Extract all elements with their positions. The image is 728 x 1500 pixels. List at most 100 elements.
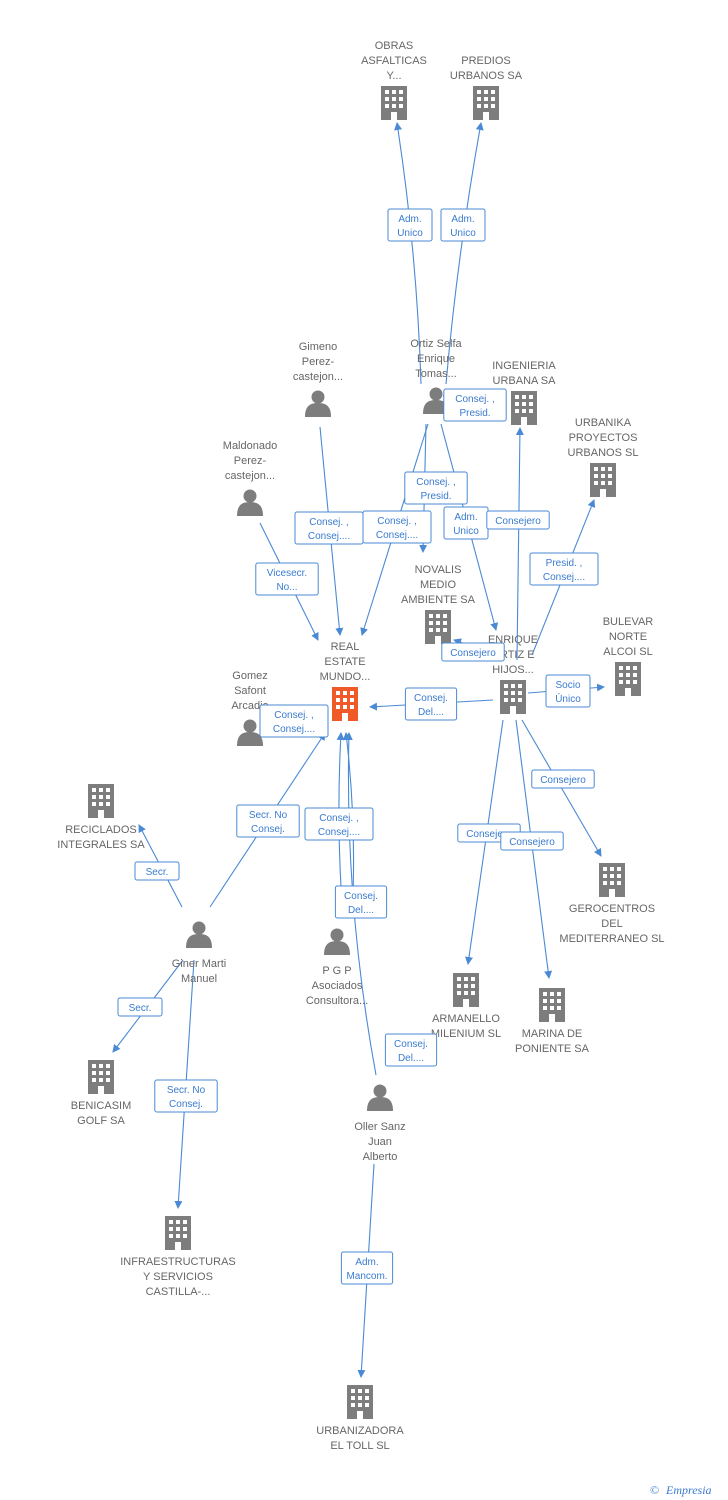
edge-label-text: Único: [555, 692, 581, 705]
node-label-line: BULEVAR: [603, 616, 654, 628]
building-icon: [590, 463, 616, 497]
edge-label-box[interactable]: Consejero: [500, 831, 564, 851]
edge-label-frame: [404, 687, 458, 721]
node-label-line: INGENIERIA: [492, 360, 556, 372]
building-icon: [453, 973, 479, 1007]
edge-label-text: Consej.: [344, 891, 378, 902]
edge-label-frame: [294, 511, 364, 545]
node-label-line: RECICLADOS: [65, 824, 137, 836]
node-label-line: P G P: [322, 965, 351, 977]
node-label-line: INTEGRALES SA: [57, 839, 145, 851]
edge-label-frame: [486, 510, 550, 530]
node-label-line: URBANA SA: [493, 375, 557, 387]
edge-label-box[interactable]: Consej.Del....: [384, 1033, 438, 1067]
edge-label-frame: [154, 1079, 218, 1113]
edge-label-text: Consej....: [376, 530, 418, 541]
edge-label-box[interactable]: Adm. Unico: [440, 208, 486, 242]
building-icon: [88, 784, 114, 818]
edge-label-text: Unico: [450, 228, 476, 239]
node-maldonado[interactable]: MaldonadoPerez-castejon...: [223, 440, 277, 516]
edge-label-box[interactable]: Consej. , Consej....: [304, 807, 374, 841]
person-icon: [237, 489, 263, 516]
node-gimeno[interactable]: GimenoPerez-castejon...: [293, 341, 343, 417]
edge-label-text: Adm.: [355, 1257, 378, 1268]
edge-label-text: Consej....: [318, 827, 360, 838]
edge-label-box[interactable]: Presid. ,Consej....: [529, 552, 599, 586]
edge-label-box[interactable]: Secr.: [117, 997, 163, 1017]
node-label-line: AMBIENTE SA: [401, 594, 476, 606]
copyright-footer[interactable]: © Empresia: [650, 1483, 712, 1497]
node-real-estate[interactable]: REALESTATEMUNDO...: [320, 641, 371, 721]
node-label-line: ESTATE: [324, 656, 365, 668]
edge-label-box[interactable]: Consejero: [441, 642, 505, 662]
edge-label-box[interactable]: Adm.Unico: [387, 208, 433, 242]
edge-label-text: Adm.: [451, 214, 474, 225]
edge-label-text: Consejero: [450, 648, 496, 659]
node-label-line: PREDIOS: [461, 55, 511, 67]
edge-label-text: Unico: [453, 526, 479, 537]
brand-name[interactable]: Empresia: [665, 1483, 712, 1497]
edge-label-box[interactable]: Consej. Del....: [334, 885, 388, 919]
node-label-line: Giner Marti: [172, 958, 226, 970]
edge-label-box[interactable]: Adm.Unico: [443, 506, 489, 540]
node-label-line: Perez-: [302, 356, 335, 368]
edge-label-frame: [259, 704, 329, 738]
node-label-line: Consultora...: [306, 995, 368, 1007]
edge-label-frame: [545, 674, 591, 708]
node-label-line: Oller Sanz: [354, 1121, 405, 1133]
edge-label-text: Consej....: [308, 531, 350, 542]
node-label-line: Asociados: [312, 980, 363, 992]
edge-label-box[interactable]: Vicesecr.No...: [255, 562, 319, 596]
edge-label-text: Secr.: [129, 1003, 152, 1014]
node-label-line: Gimeno: [299, 341, 338, 353]
edge-label-frame: [334, 885, 388, 919]
building-icon: [88, 1060, 114, 1094]
edge-label-box[interactable]: Adm.Mancom.: [340, 1251, 394, 1285]
edge-label-box[interactable]: Consej.Del....: [404, 687, 458, 721]
edge-label-box[interactable]: Consej. ,Presid.: [404, 471, 468, 505]
edge-label-box[interactable]: Consej. ,Presid.: [443, 388, 507, 422]
node-obras[interactable]: OBRASASFALTICASY...: [361, 40, 427, 120]
edge-label-text: Consej.: [414, 693, 448, 704]
edge-label-box[interactable]: Consejero: [531, 769, 595, 789]
node-benicasim[interactable]: BENICASIM GOLF SA: [71, 1060, 132, 1127]
node-label-line: PROYECTOS: [569, 432, 638, 444]
edge-label-box[interactable]: Secr.: [134, 861, 180, 881]
node-ingenieria[interactable]: INGENIERIA URBANA SA: [492, 360, 556, 425]
node-label-line: MILENIUM SL: [431, 1028, 501, 1040]
edge-label-box[interactable]: Consej. ,Consej....: [294, 511, 364, 545]
node-label-line: HIJOS...: [492, 664, 534, 676]
edge-label-text: Presid.: [420, 491, 451, 502]
node-ortiz[interactable]: Ortiz SelfaEnriqueTomas...: [410, 338, 463, 414]
edge-label-text: Socio: [555, 680, 580, 691]
edge-label-text: Vicesecr.: [267, 568, 307, 579]
node-reciclados[interactable]: RECICLADOS INTEGRALES SA: [57, 784, 145, 851]
edge-label-text: Del....: [348, 905, 374, 916]
node-label-line: BENICASIM: [71, 1100, 132, 1112]
edge-label-text: Consej. ,: [319, 813, 358, 824]
node-label-line: Tomas...: [415, 368, 457, 380]
edge-label-box[interactable]: Consej. ,Consej....: [259, 704, 329, 738]
node-label-line: GOLF SA: [77, 1115, 125, 1127]
building-icon: [473, 86, 499, 120]
edge-label-box[interactable]: Consej. ,Consej....: [362, 510, 432, 544]
edge-label-box[interactable]: Consejero: [486, 510, 550, 530]
building-icon: [381, 86, 407, 120]
node-pgp[interactable]: P G P AsociadosConsultora...: [306, 928, 368, 1008]
edge-label-frame: [340, 1251, 394, 1285]
